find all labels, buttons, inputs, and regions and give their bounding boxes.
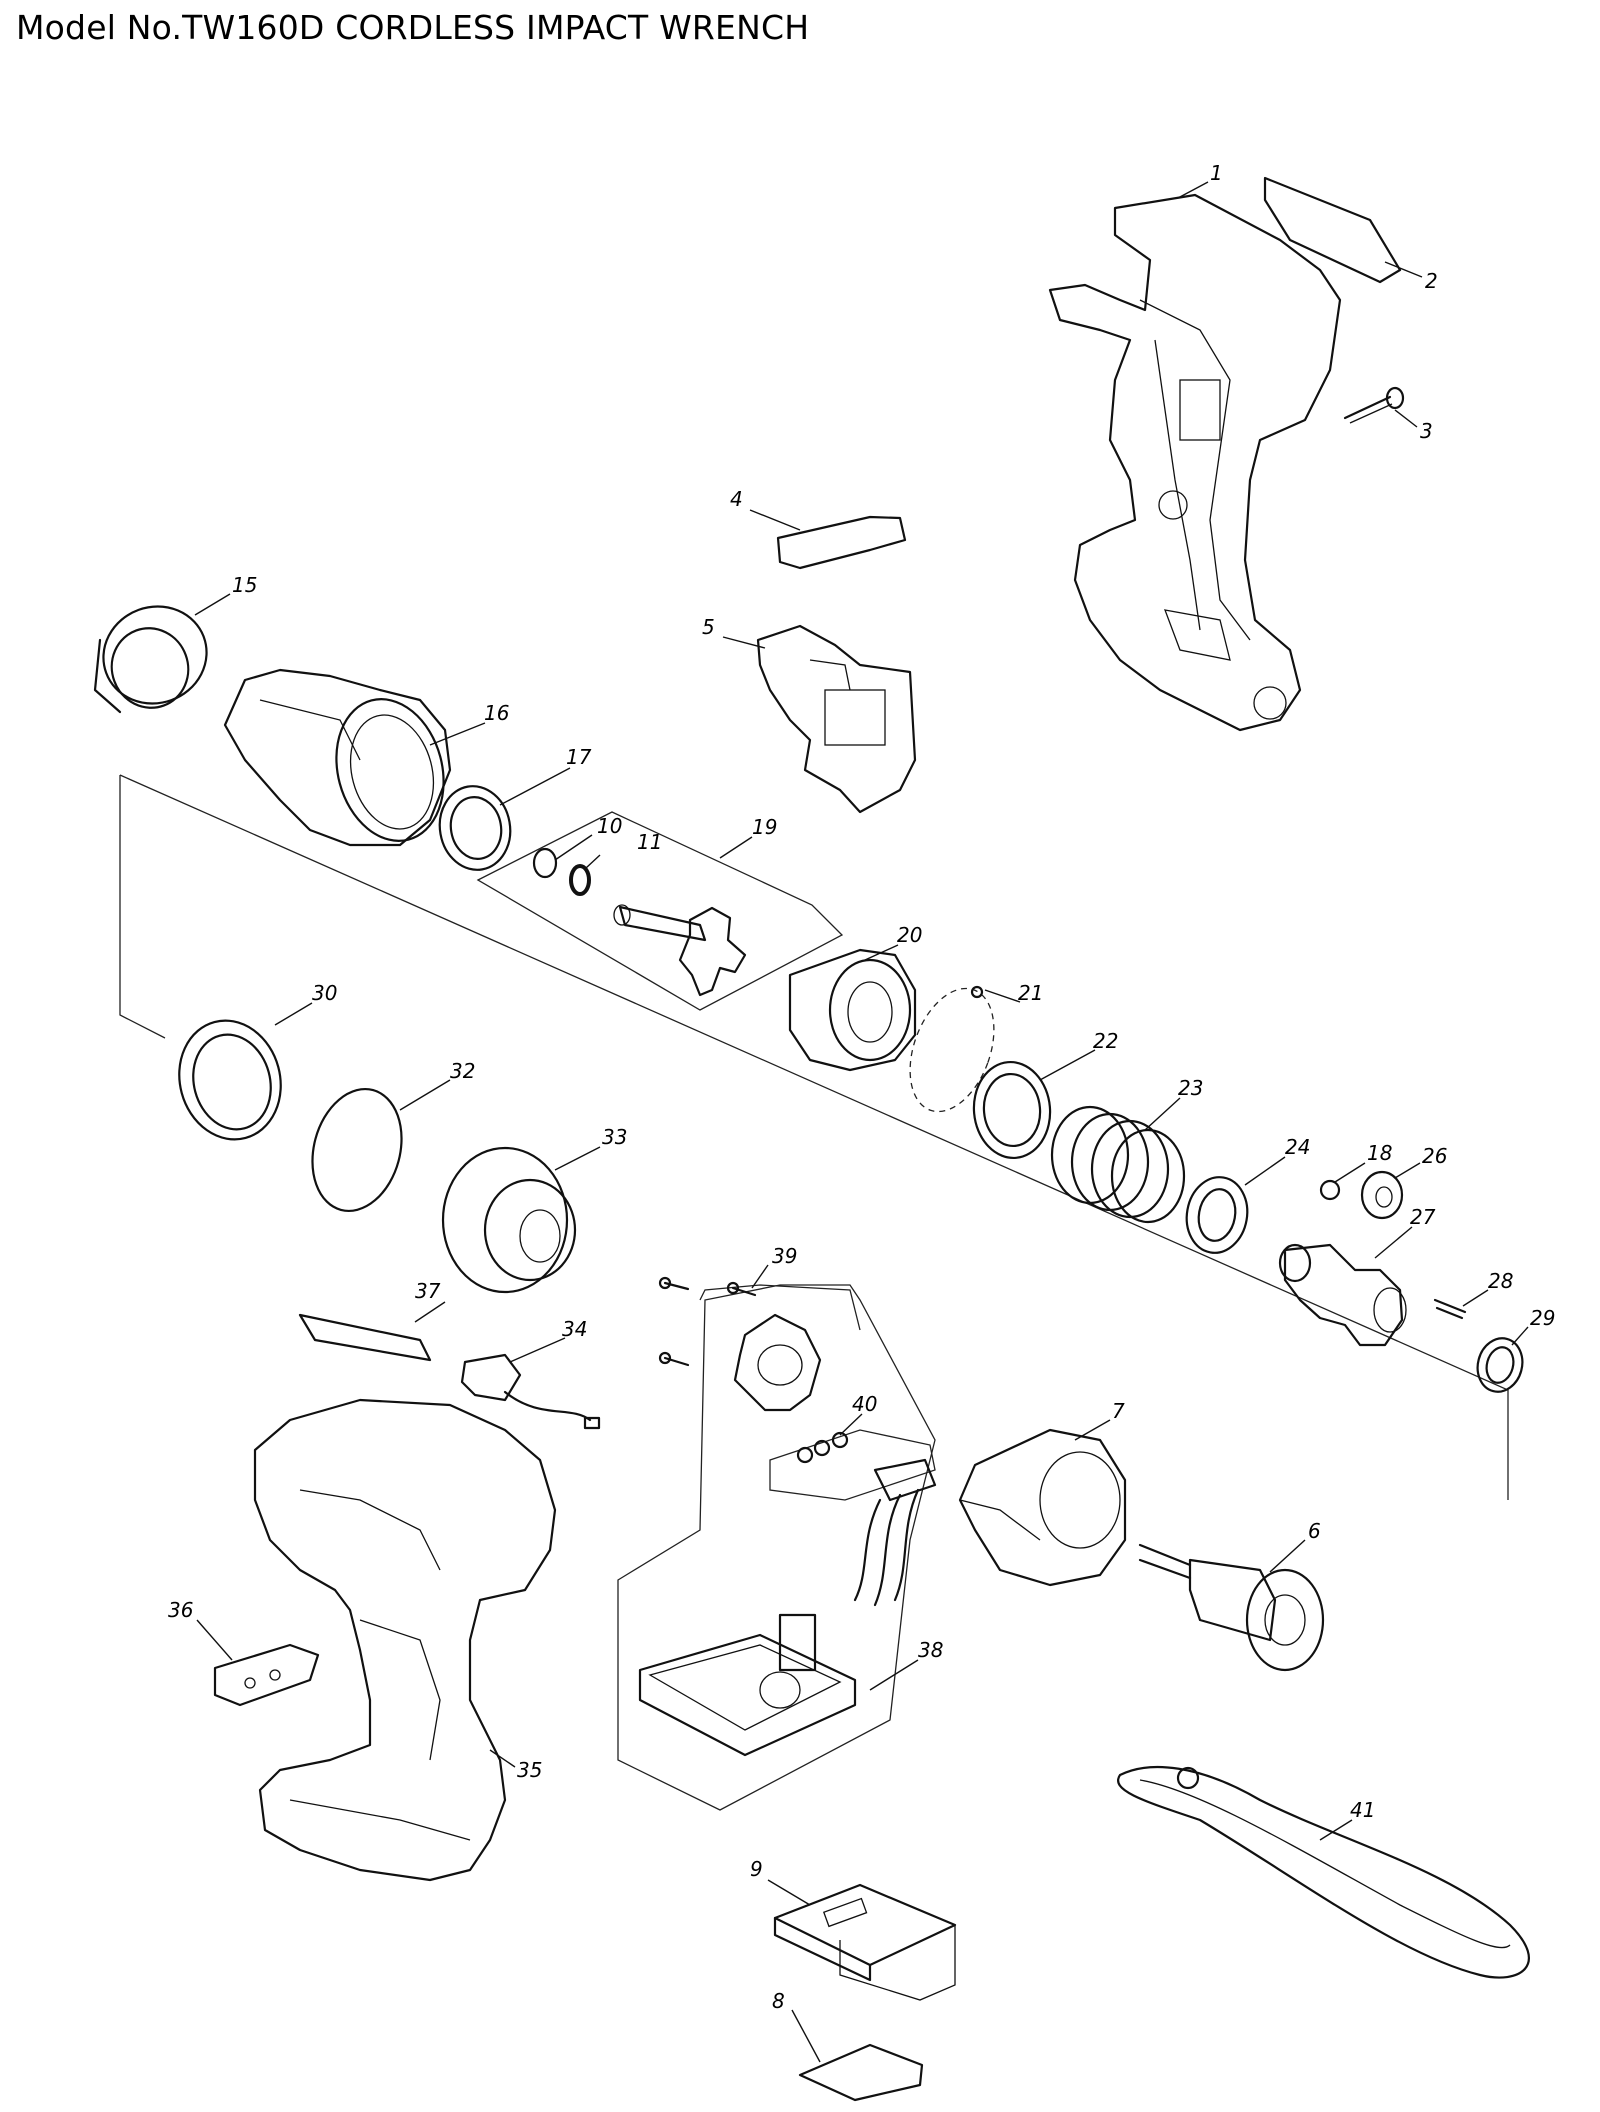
part-label: 29 — [1530, 1306, 1555, 1330]
part-7-stator — [958, 1428, 1127, 1587]
part-34-led-circuit — [460, 1353, 601, 1430]
part-label: 33 — [602, 1125, 627, 1149]
page-title: Model No.TW160D CORDLESS IMPACT WRENCH — [16, 8, 810, 47]
part-label: 1 — [1210, 161, 1223, 185]
part-22-washer — [972, 1060, 1052, 1160]
group-outline-39 — [699, 1284, 861, 1331]
part-9-label — [773, 1883, 957, 2001]
leader-lines — [194, 181, 1529, 2063]
part-label: 5 — [702, 615, 715, 639]
part-label: 39 — [772, 1244, 797, 1268]
part-10-ring — [532, 847, 558, 879]
part-label: 19 — [752, 815, 777, 839]
part-21-dashed-outline — [909, 987, 995, 1113]
part-37-label — [298, 1313, 432, 1362]
part-label: 37 — [415, 1279, 441, 1303]
part-label: 10 — [597, 814, 622, 838]
part-11-o-ring — [569, 864, 591, 896]
part-16-hammer-case — [223, 668, 452, 847]
part-label: 2 — [1425, 269, 1438, 293]
part-21-steel-ball — [970, 985, 984, 999]
part-label: 32 — [450, 1059, 475, 1083]
part-4-switch-lever — [776, 515, 907, 570]
part-18-steel-ball — [1319, 1179, 1341, 1201]
part-label: 30 — [312, 981, 337, 1005]
part-label: 6 — [1308, 1519, 1321, 1543]
part-26-gear — [1360, 1170, 1404, 1220]
part-label: 41 — [1350, 1798, 1375, 1822]
part-label: 18 — [1367, 1141, 1392, 1165]
part-label: 28 — [1488, 1269, 1513, 1293]
part-label: 17 — [566, 745, 592, 769]
part-6-rotor — [1138, 1543, 1325, 1672]
part-30-ring — [178, 1019, 282, 1141]
part-labels: 1 2 3 4 5 6 7 8 9 10 11 15 16 17 18 19 2… — [168, 161, 1555, 2013]
part-label: 15 — [232, 573, 257, 597]
part-label: 8 — [772, 1989, 785, 2013]
part-23-spring — [1050, 1105, 1186, 1224]
part-8-sheet — [798, 2043, 924, 2102]
part-33-retainer — [441, 1146, 577, 1294]
part-36-plate — [213, 1643, 320, 1707]
sensor-plate — [733, 1313, 822, 1412]
part-label: 38 — [918, 1638, 943, 1662]
group-outline-40 — [769, 1429, 936, 1501]
part-label: 11 — [637, 830, 662, 854]
part-38-controller — [638, 1458, 937, 1757]
part-label: 23 — [1178, 1076, 1203, 1100]
part-20-hammer — [788, 948, 917, 1072]
part-label: 4 — [730, 487, 743, 511]
part-label: 9 — [750, 1857, 763, 1881]
group-outline-19 — [476, 811, 844, 1011]
part-label: 7 — [1112, 1399, 1125, 1423]
part-label: 16 — [484, 701, 509, 725]
part-label: 40 — [852, 1392, 877, 1416]
part-label: 27 — [1410, 1205, 1436, 1229]
part-label: 22 — [1093, 1029, 1118, 1053]
part-40-terminals — [796, 1431, 849, 1464]
part-24-washer — [1185, 1176, 1249, 1254]
part-label: 36 — [168, 1598, 193, 1622]
part-19-anvil — [613, 904, 747, 997]
part-28-pin — [1433, 1298, 1467, 1320]
assembly-guide-line — [119, 775, 166, 1039]
group-outline-38 — [617, 1284, 936, 1811]
part-label: 24 — [1285, 1135, 1310, 1159]
part-label: 3 — [1420, 419, 1433, 443]
part-label: 20 — [897, 923, 922, 947]
part-label: 26 — [1422, 1144, 1447, 1168]
part-35-housing — [253, 1398, 557, 1882]
part-2-label — [1263, 176, 1402, 284]
part-label: 34 — [562, 1317, 587, 1341]
part-27-spindle — [1278, 1243, 1407, 1347]
part-15-front-cap — [93, 605, 208, 714]
part-41-strap — [1117, 1766, 1530, 1979]
part-3-screw — [1343, 386, 1405, 424]
part-32-o-ring — [311, 1087, 403, 1213]
part-label: 35 — [517, 1758, 542, 1782]
part-17-washer — [438, 785, 512, 871]
part-29-washer — [1476, 1337, 1524, 1393]
part-5-switch — [756, 624, 917, 814]
part-39-screws — [658, 1276, 757, 1367]
part-label: 21 — [1018, 981, 1043, 1005]
part-1-housing — [1048, 193, 1342, 732]
